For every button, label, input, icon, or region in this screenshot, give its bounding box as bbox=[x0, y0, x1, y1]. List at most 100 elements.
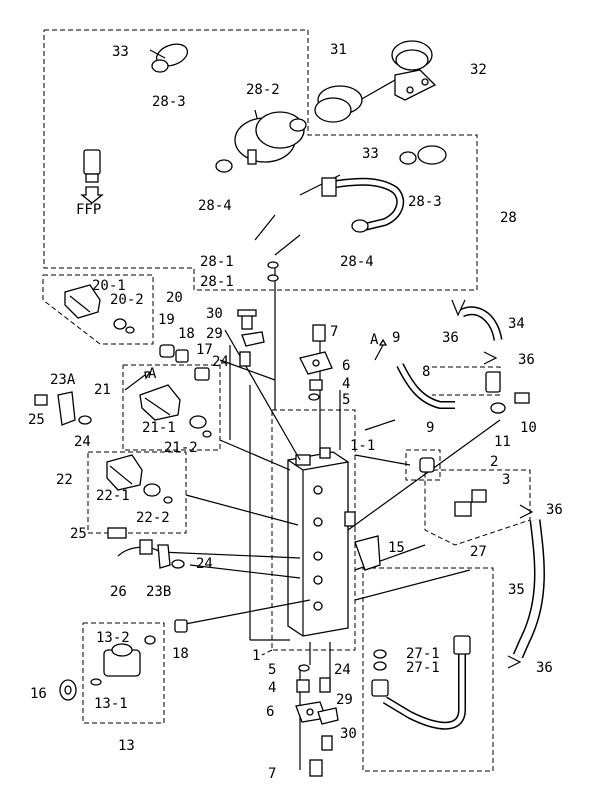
label-15: 15 bbox=[388, 540, 405, 556]
label-29-upper: 29 bbox=[206, 326, 223, 342]
nut-4-lower bbox=[296, 679, 310, 693]
clamp-6-lower bbox=[295, 701, 327, 723]
label-28: 28 bbox=[500, 210, 517, 226]
label-a-left: A bbox=[148, 366, 157, 382]
bracket-29-upper bbox=[241, 331, 265, 347]
bolt-30-upper bbox=[237, 309, 257, 330]
label-9-lower: 9 bbox=[426, 420, 434, 436]
label-28-3-upper: 28-3 bbox=[152, 94, 186, 110]
label-23b: 23B bbox=[146, 584, 171, 600]
label-36-bottom: 36 bbox=[536, 660, 553, 676]
label-31: 31 bbox=[330, 42, 347, 58]
bracket-32 bbox=[391, 40, 437, 101]
label-20: 20 bbox=[166, 290, 183, 306]
bracket-15 bbox=[354, 535, 381, 571]
label-a-right: A bbox=[370, 332, 379, 348]
fitting-9-right bbox=[419, 457, 435, 473]
label-13-1: 13-1 bbox=[94, 696, 128, 712]
group-box-2-3 bbox=[424, 469, 531, 546]
plug-18-lower bbox=[174, 619, 188, 633]
band-31 bbox=[314, 85, 363, 123]
label-2: 2 bbox=[490, 454, 498, 470]
arrow-a-left bbox=[124, 371, 152, 391]
collar-24-lower bbox=[319, 677, 331, 693]
label-22: 22 bbox=[56, 472, 73, 488]
group-box-22 bbox=[87, 451, 187, 534]
label-24-lower: 24 bbox=[334, 662, 351, 678]
callout-labels: 33 28-3 28-2 28-4 FFP 31 32 33 28-3 28 2… bbox=[28, 42, 563, 782]
washer-24-upper bbox=[78, 415, 92, 425]
label-18-lower: 18 bbox=[172, 646, 189, 662]
label-35: 35 bbox=[508, 582, 525, 598]
label-27: 27 bbox=[470, 544, 487, 560]
bracket-23b bbox=[157, 544, 171, 569]
label-28-1-b: 28-1 bbox=[200, 274, 234, 290]
clip-36-top bbox=[451, 299, 466, 317]
label-18-upper: 18 bbox=[178, 326, 195, 342]
injector-22-1 bbox=[106, 454, 173, 504]
label-3: 3 bbox=[502, 472, 510, 488]
label-7-upper: 7 bbox=[330, 324, 338, 340]
label-28-2: 28-2 bbox=[246, 82, 280, 98]
plug-19 bbox=[159, 344, 175, 358]
label-5-lower: 5 bbox=[268, 662, 276, 678]
label-13: 13 bbox=[118, 738, 135, 754]
label-24-left: 24 bbox=[74, 434, 91, 450]
label-28-4-upper: 28-4 bbox=[198, 198, 232, 214]
label-22-1: 22-1 bbox=[96, 488, 130, 504]
label-36-top: 36 bbox=[442, 330, 459, 346]
fitting-3 bbox=[454, 489, 487, 517]
injector-21-1 bbox=[139, 384, 212, 438]
label-34: 34 bbox=[508, 316, 525, 332]
label-30-lower: 30 bbox=[340, 726, 357, 742]
label-6-upper: 6 bbox=[342, 358, 350, 374]
label-28-4-lower: 28-4 bbox=[340, 254, 374, 270]
arrow-ffp bbox=[80, 186, 104, 204]
label-20-2: 20-2 bbox=[110, 292, 144, 308]
group-box-21 bbox=[122, 364, 221, 451]
group-box-27 bbox=[362, 567, 494, 772]
bolt-30-lower bbox=[321, 735, 333, 751]
group-box-28 bbox=[43, 29, 478, 291]
label-28-1-a: 28-1 bbox=[200, 254, 234, 270]
group-box-20 bbox=[42, 274, 154, 345]
regulator-13-1 bbox=[90, 635, 156, 686]
label-16: 16 bbox=[30, 686, 47, 702]
collar-24-upper bbox=[239, 351, 251, 367]
group-box-13 bbox=[82, 622, 165, 724]
label-36-mid: 36 bbox=[546, 502, 563, 518]
label-8: 8 bbox=[422, 364, 430, 380]
bolt-25-lower bbox=[107, 527, 127, 539]
group-box-1 bbox=[261, 409, 356, 656]
label-21: 21 bbox=[94, 382, 111, 398]
label-21-1: 21-1 bbox=[142, 420, 176, 436]
pipe-8 bbox=[396, 363, 455, 409]
clip-36-right bbox=[483, 351, 498, 365]
injector-20-1 bbox=[64, 284, 135, 334]
hose-34 bbox=[460, 306, 503, 341]
arrow-a-right bbox=[374, 338, 388, 361]
label-17: 17 bbox=[196, 342, 213, 358]
plug-18-upper bbox=[175, 349, 189, 363]
clip-36-bottom bbox=[507, 655, 522, 669]
label-1-1: 1-1 bbox=[350, 438, 375, 454]
fuel-pipe-28-3-right bbox=[321, 145, 447, 233]
label-9-upper: 9 bbox=[392, 330, 400, 346]
bolt-7-lower bbox=[309, 759, 323, 777]
label-6-lower: 6 bbox=[266, 704, 274, 720]
fuel-hose-upper-left bbox=[83, 55, 161, 183]
banjo-fitting-right bbox=[485, 371, 501, 393]
label-11: 11 bbox=[494, 434, 511, 450]
hose-35 bbox=[512, 519, 545, 659]
label-ffp: FFP bbox=[76, 202, 101, 218]
label-4-upper: 4 bbox=[342, 376, 350, 392]
label-36-right: 36 bbox=[518, 352, 535, 368]
label-24-upper: 24 bbox=[212, 354, 229, 370]
label-20-1: 20-1 bbox=[92, 278, 126, 294]
label-24-mid: 24 bbox=[196, 556, 213, 572]
label-25-upper: 25 bbox=[28, 412, 45, 428]
label-5-upper: 5 bbox=[342, 392, 350, 408]
label-22-2: 22-2 bbox=[136, 510, 170, 526]
label-1: 1 bbox=[252, 648, 260, 664]
